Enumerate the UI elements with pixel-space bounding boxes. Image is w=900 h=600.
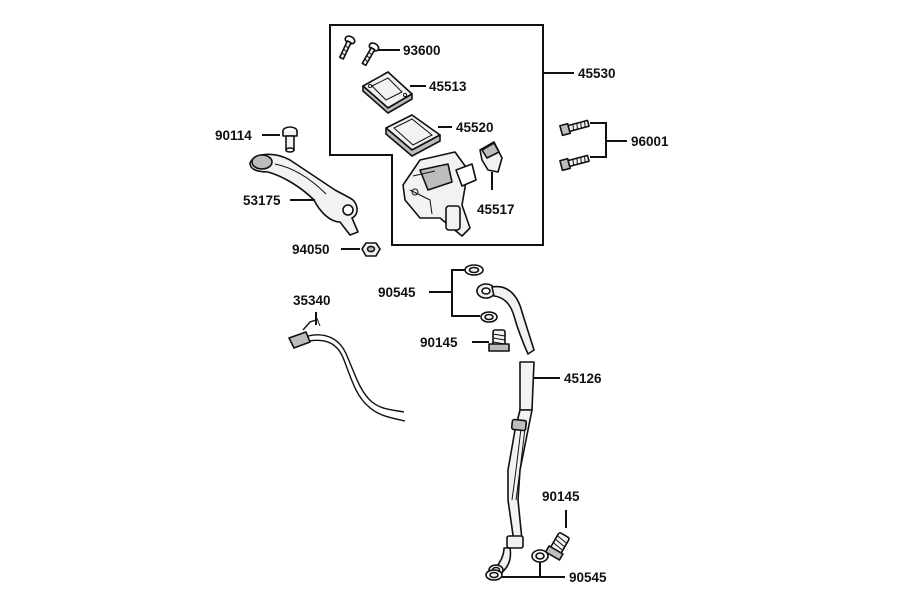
label-90545-top: 90545 <box>378 285 416 300</box>
leader-90545-bottom <box>502 562 565 578</box>
label-45513: 45513 <box>429 79 467 94</box>
leader-90545-top <box>429 269 480 317</box>
label-90145-bottom: 90145 <box>542 489 580 504</box>
brake-switch-35340-drawing <box>288 315 406 422</box>
bolt-96001-drawing <box>559 119 590 172</box>
label-45517: 45517 <box>477 202 515 217</box>
label-35340: 35340 <box>293 293 331 308</box>
label-93600: 93600 <box>403 43 441 58</box>
pivot-bolt-90114-drawing <box>282 126 298 153</box>
label-45520: 45520 <box>456 120 494 135</box>
label-96001: 96001 <box>631 134 669 149</box>
brake-lever-53175-drawing <box>249 153 359 236</box>
banjo-bolt-90145-bottom-drawing <box>544 532 570 561</box>
label-90145-top: 90145 <box>420 335 458 350</box>
nut-94050-drawing <box>361 242 381 257</box>
washer-90545-top-drawing <box>464 264 498 323</box>
label-45530: 45530 <box>578 66 616 81</box>
label-90545-bottom: 90545 <box>569 570 607 585</box>
label-90114: 90114 <box>215 128 252 143</box>
master-cylinder-body-drawing <box>402 151 477 237</box>
label-53175: 53175 <box>243 193 281 208</box>
washer-90545-bottom-drawing <box>485 549 549 581</box>
banjo-bolt-90145-top-drawing <box>488 329 510 352</box>
assembly-outline-45530 <box>329 24 544 246</box>
leader-96001 <box>590 122 627 158</box>
brake-hose-45126-drawing <box>476 283 535 576</box>
reservoir-cap-45513-drawing <box>362 71 413 114</box>
screw-93600-drawing <box>338 35 380 67</box>
diaphragm-45520-drawing <box>385 114 441 157</box>
boot-cover-45517-drawing <box>479 141 503 173</box>
label-94050: 94050 <box>292 242 330 257</box>
label-45126: 45126 <box>564 371 602 386</box>
